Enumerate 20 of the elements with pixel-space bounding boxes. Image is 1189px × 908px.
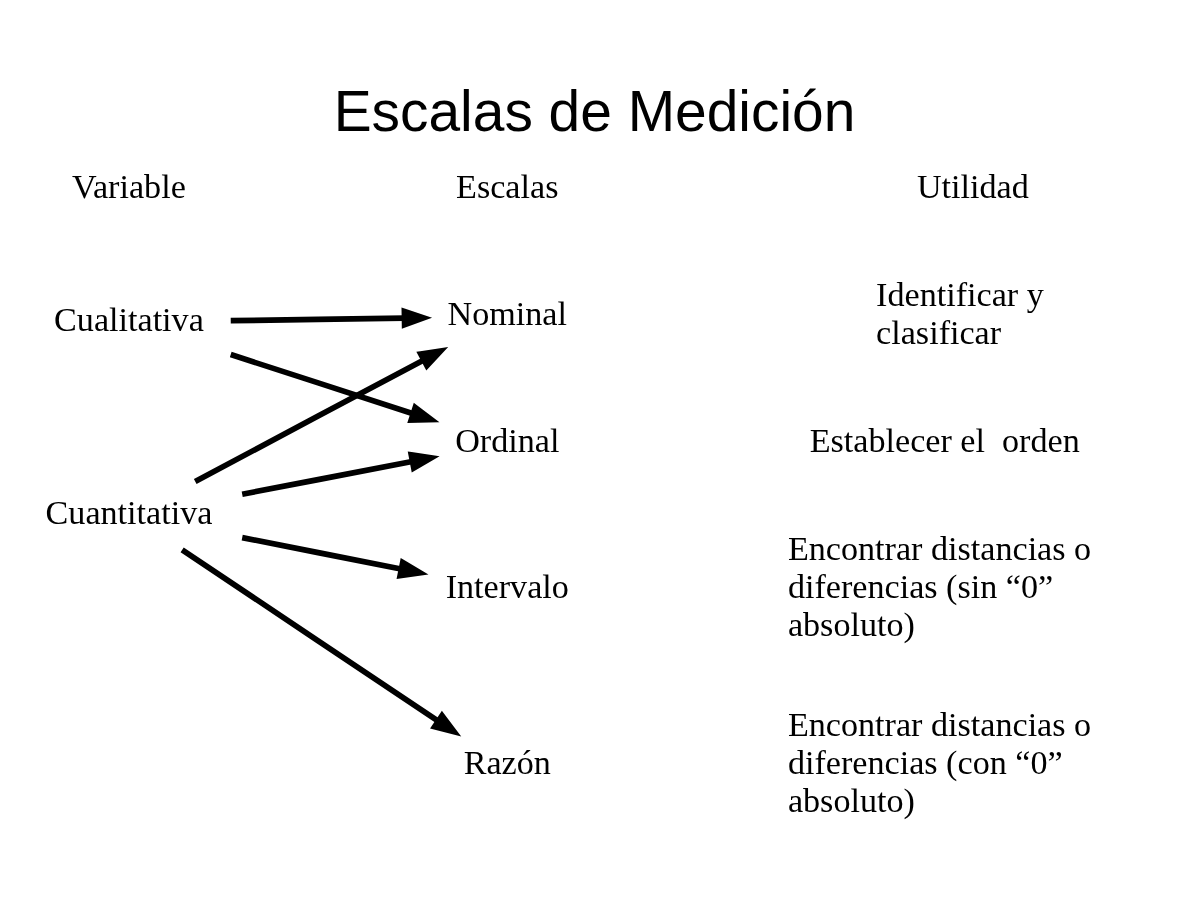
node-text: Cualitativa	[54, 300, 204, 338]
arrow	[193, 346, 449, 484]
label: Escalas	[456, 167, 559, 205]
node-text: Nominal	[447, 294, 567, 332]
diagram-title: Escalas de Medición	[333, 79, 856, 143]
arrow	[180, 547, 462, 737]
arrow	[230, 307, 433, 329]
label: Establecer el orden	[809, 421, 1080, 459]
arrow	[241, 534, 429, 579]
label: Utilidad	[916, 167, 1029, 205]
node-text: Ordinal	[455, 421, 560, 459]
node-text: Intervalo	[445, 567, 569, 605]
node-text: Razón	[463, 744, 551, 782]
arrow	[241, 451, 440, 497]
label: Identificar y clasificar	[876, 275, 1044, 351]
label: Encontrar distancias o diferencias (sin “0” absoluto)	[787, 530, 1092, 643]
arrow	[229, 351, 440, 423]
label: Encontrar distancias o diferencias (con “0” absoluto)	[787, 706, 1092, 820]
node-text: Cuantitativa	[45, 493, 213, 531]
label: Variable	[72, 167, 186, 205]
